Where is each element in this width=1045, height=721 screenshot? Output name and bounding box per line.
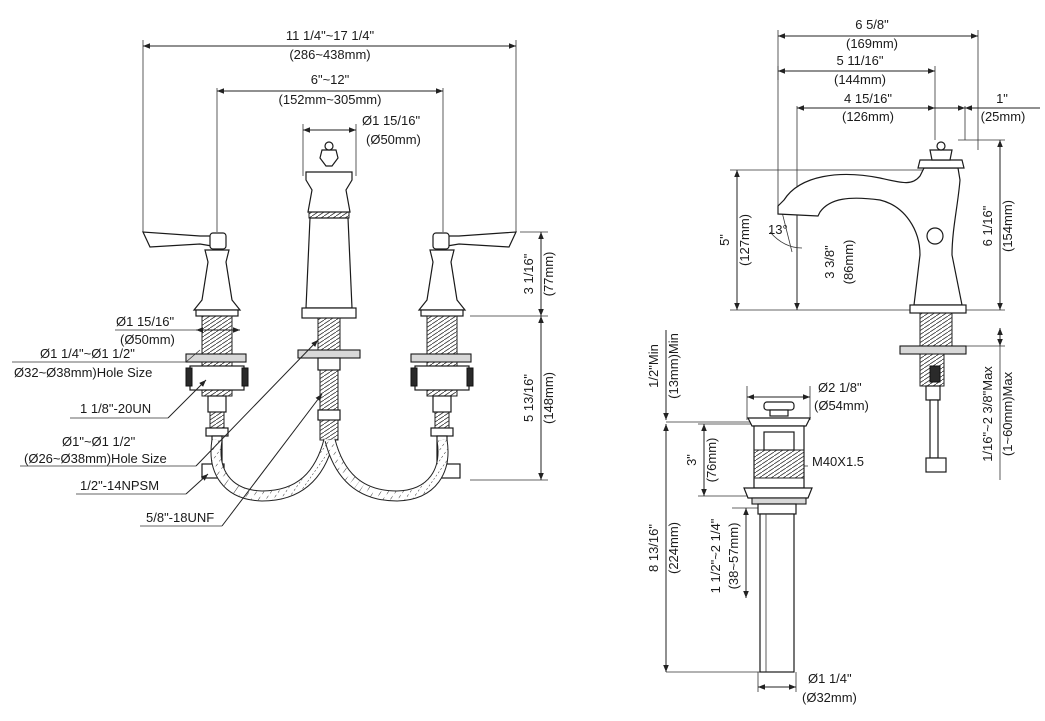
handle-height-mm: (77mm) — [541, 252, 556, 297]
center-spread-mm: (152mm~305mm) — [279, 92, 382, 107]
body-thread-label: M40X1.5 — [812, 454, 864, 469]
tailpiece-dia-inch: Ø1 1/4" — [808, 671, 852, 686]
inlet-thread-label: 1/2"-14NPSM — [80, 478, 159, 493]
tailpiece-dia-mm: (Ø32mm) — [802, 690, 857, 705]
hose-thread-label: 5/8"-18UNF — [146, 510, 214, 525]
side-reach-total-mm: (169mm) — [846, 36, 898, 51]
rear-offset-inch: 1" — [996, 91, 1008, 106]
spout-dia-inch: Ø1 15/16" — [362, 113, 420, 128]
side-faucet-body — [777, 141, 967, 473]
front-view: 11 1/4"~17 1/4" (286~438mm) 6"~12" (152m… — [12, 28, 556, 527]
adjust-range-inch: 1 1/2"~2 1/4" — [708, 518, 723, 593]
handle-height-inch: 3 1/16" — [521, 253, 536, 294]
flange-dia-inch: Ø2 1/8" — [818, 380, 862, 395]
overall-height-mm: (154mm) — [1000, 200, 1015, 252]
braided-hoses — [210, 438, 449, 502]
spout-dia-mm: (Ø50mm) — [366, 132, 421, 147]
handle-hole-size-inch: Ø1 1/4"~Ø1 1/2" — [40, 346, 135, 361]
extension-lines — [142, 40, 548, 481]
spout-hole-size-inch: Ø1"~Ø1 1/2" — [62, 434, 136, 449]
shank-length-inch: 5 13/16" — [521, 374, 536, 422]
side-reach-aerator-inch: 4 15/16" — [844, 91, 892, 106]
aerator-angle: 13° — [768, 222, 788, 237]
left-handle-valve — [142, 231, 249, 479]
center-spread-inch: 6"~12" — [311, 72, 350, 87]
deck-thickness-inch: 1/16"~2 3/8"Max — [980, 366, 995, 462]
side-reach-total-inch: 6 5/8" — [855, 17, 889, 32]
side-reach-aerator-mm: (126mm) — [842, 109, 894, 124]
side-reach-mid-mm: (144mm) — [834, 72, 886, 87]
handle-thread-label: 1 1/8"-20UN — [80, 401, 151, 416]
spout-height-inch: 5" — [717, 234, 732, 246]
drain-overall-inch: 8 13/16" — [646, 524, 661, 572]
body-height-inch: 3" — [684, 454, 699, 466]
center-spout — [297, 141, 361, 441]
overall-width-mm: (286~438mm) — [289, 47, 370, 62]
deck-thickness-mm: (1~60mm)Max — [1000, 371, 1015, 456]
flange-dia-mm: (Ø54mm) — [814, 398, 869, 413]
body-height-mm: (76mm) — [704, 438, 719, 483]
drain-overall-mm: (224mm) — [666, 522, 681, 574]
min-clearance-mm: (13mm)Min — [666, 333, 681, 399]
drain-view: 1/2"Min (13mm)Min Ø2 1/8" (Ø54mm) M40X1.… — [646, 330, 869, 705]
aerator-height-mm: (86mm) — [841, 240, 856, 285]
overall-width-inch: 11 1/4"~17 1/4" — [286, 28, 375, 43]
front-callouts: Ø1 15/16" (Ø50mm) Ø1 1/4"~Ø1 1/2" Ø32~Ø3… — [12, 314, 323, 527]
right-handle-valve — [410, 231, 517, 479]
min-clearance-inch: 1/2"Min — [646, 344, 661, 388]
pop-up-drain — [743, 401, 813, 673]
rear-offset-mm: (25mm) — [981, 109, 1026, 124]
side-reach-mid-inch: 5 11/16" — [836, 53, 883, 68]
adjust-range-mm: (38~57mm) — [726, 523, 741, 590]
side-view: 6 5/8" (169mm) 5 11/16" (144mm) 4 15/16"… — [717, 17, 1040, 480]
shank-length-mm: (148mm) — [541, 372, 556, 424]
handle-base-dia-mm: (Ø50mm) — [120, 332, 175, 347]
handle-base-dia-inch: Ø1 15/16" — [116, 314, 174, 329]
aerator-height-inch: 3 3/8" — [822, 245, 837, 279]
spout-hole-size-mm: (Ø26~Ø38mm)Hole Size — [24, 451, 167, 466]
handle-hole-size-mm: Ø32~Ø38mm)Hole Size — [14, 365, 152, 380]
spout-height-mm: (127mm) — [737, 214, 752, 266]
overall-height-inch: 6 1/16" — [980, 205, 995, 246]
